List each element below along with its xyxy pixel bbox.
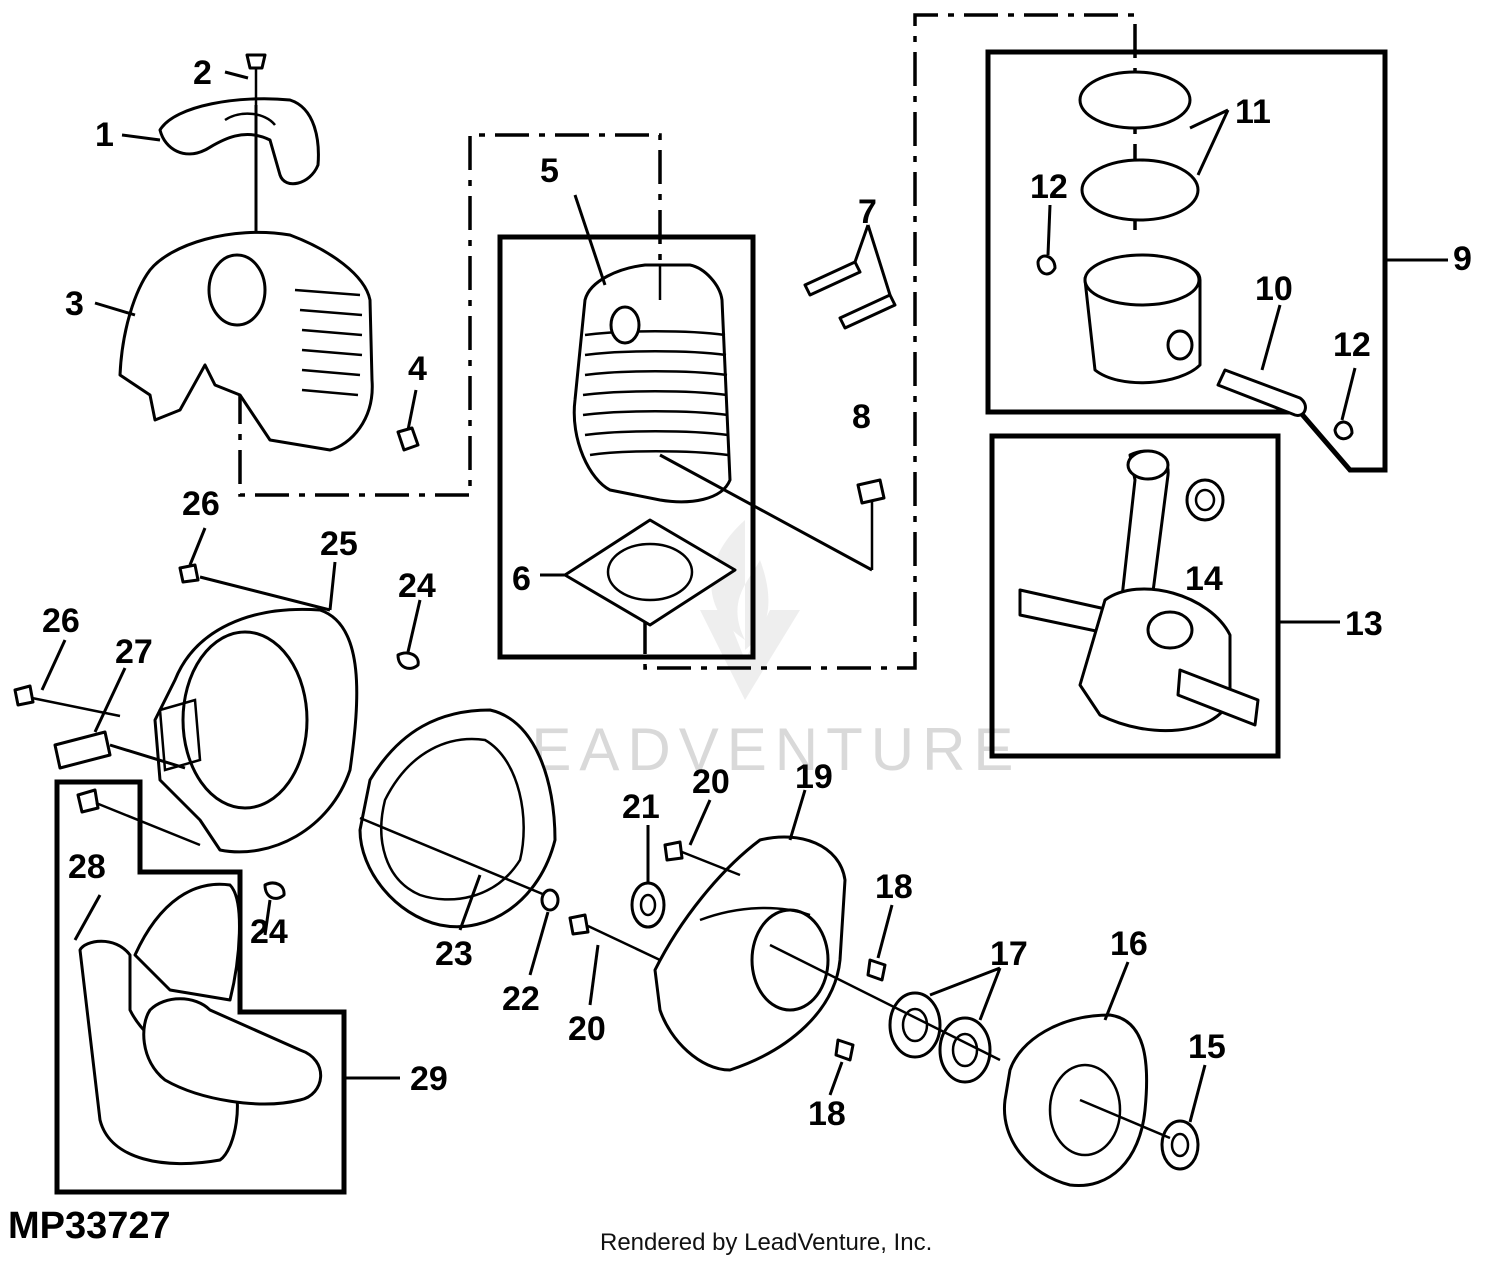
callout-7: 7 (858, 193, 877, 231)
crankshaft-box (989, 433, 1281, 759)
piston-clip-right-part (1333, 420, 1354, 441)
piston-connection-line (643, 13, 1137, 670)
callout-23: 23 (435, 935, 473, 973)
callout-1: 1 (95, 116, 114, 154)
callout-15: 15 (1188, 1028, 1226, 1066)
shroud-bolt-part (396, 426, 420, 452)
callout-5: 5 (540, 152, 559, 190)
needle-bearing-part (1185, 478, 1225, 522)
wrist-pin-part (1216, 368, 1307, 417)
main-bearing-right-part (938, 1016, 992, 1084)
callout-6: 6 (512, 560, 531, 598)
callout-18-lower: 18 (808, 1095, 846, 1133)
watermark-text: LEADVENTURE (490, 716, 1021, 783)
main-bearing-left-part (888, 991, 942, 1059)
piston-kit-box (985, 49, 1388, 473)
screw-part (245, 53, 267, 105)
callout-26-top: 26 (182, 485, 220, 523)
callout-14: 14 (1185, 560, 1223, 598)
callout-11: 11 (1235, 93, 1271, 131)
washer-part (540, 888, 560, 912)
cylinder-cover-connection-line (238, 133, 662, 497)
crankshaft-part (1018, 449, 1260, 733)
piston-clip-left-part (1036, 254, 1057, 276)
callout-9: 9 (1453, 240, 1472, 278)
callout-29: 29 (410, 1060, 448, 1098)
drawing-code: MP33727 (8, 1205, 171, 1247)
callout-27: 27 (115, 633, 153, 671)
fan-housing-bolt-top-part (178, 563, 200, 584)
callout-18-upper: 18 (875, 868, 913, 906)
deflector-screw-part (76, 788, 201, 847)
cylinder-shroud-part (118, 230, 374, 452)
crankcase-part (653, 835, 847, 1072)
render-credit: Rendered by LeadVenture, Inc. (600, 1229, 932, 1256)
piston-rings-part (1078, 70, 1200, 222)
callout-4: 4 (408, 350, 427, 388)
fan-housing-part (153, 607, 359, 854)
callout-2: 2 (193, 54, 212, 92)
callout-13: 13 (1345, 605, 1383, 643)
cylinder-part (572, 263, 732, 504)
callout-19: 19 (795, 758, 833, 796)
top-cover-part (158, 97, 320, 186)
housing-pin-top-part (396, 651, 420, 670)
callout-28: 28 (68, 848, 106, 886)
callout-22: 22 (502, 980, 540, 1018)
callout-12-left: 12 (1030, 168, 1068, 206)
dowel-pin-upper-part (866, 958, 887, 982)
callout-24-top: 24 (398, 567, 436, 605)
callout-20-top: 20 (692, 763, 730, 801)
flywheel-cover-part (358, 708, 557, 929)
crankcase-bolt-bottom-part (568, 913, 661, 962)
housing-pin-bottom-part (263, 881, 286, 900)
cylinder-gasket-part (563, 518, 737, 627)
callout-10: 10 (1255, 270, 1293, 308)
callout-21: 21 (622, 788, 660, 826)
cylinder-kit-box (497, 234, 756, 660)
callout-16: 16 (1110, 925, 1148, 963)
callout-24-bottom: 24 (250, 913, 288, 951)
piston-pins-part (803, 260, 897, 330)
callout-25: 25 (320, 525, 358, 563)
oil-seal-left-part (630, 881, 666, 929)
bracket-part (53, 730, 112, 770)
crankcase-half-part (1002, 1013, 1149, 1188)
dowel-pin-lower-part (834, 1038, 855, 1062)
deflector-part (78, 882, 323, 1166)
callout-20-bottom: 20 (568, 1010, 606, 1048)
oil-seal-right-part (1160, 1119, 1200, 1171)
cylinder-bolt-part (856, 478, 886, 570)
callout-17: 17 (990, 935, 1028, 973)
deflector-kit-box (54, 779, 347, 1195)
crankcase-bolt-top-part (663, 840, 741, 877)
callout-26-left: 26 (42, 602, 80, 640)
callout-12-right: 12 (1333, 326, 1371, 364)
callout-3: 3 (65, 285, 84, 323)
callout-8: 8 (852, 398, 871, 436)
piston-part (1083, 253, 1202, 385)
callout-labels: 2 1 3 4 5 6 7 8 9 10 11 12 12 13 14 15 1… (42, 54, 1472, 1133)
watermark-logo (700, 520, 800, 700)
